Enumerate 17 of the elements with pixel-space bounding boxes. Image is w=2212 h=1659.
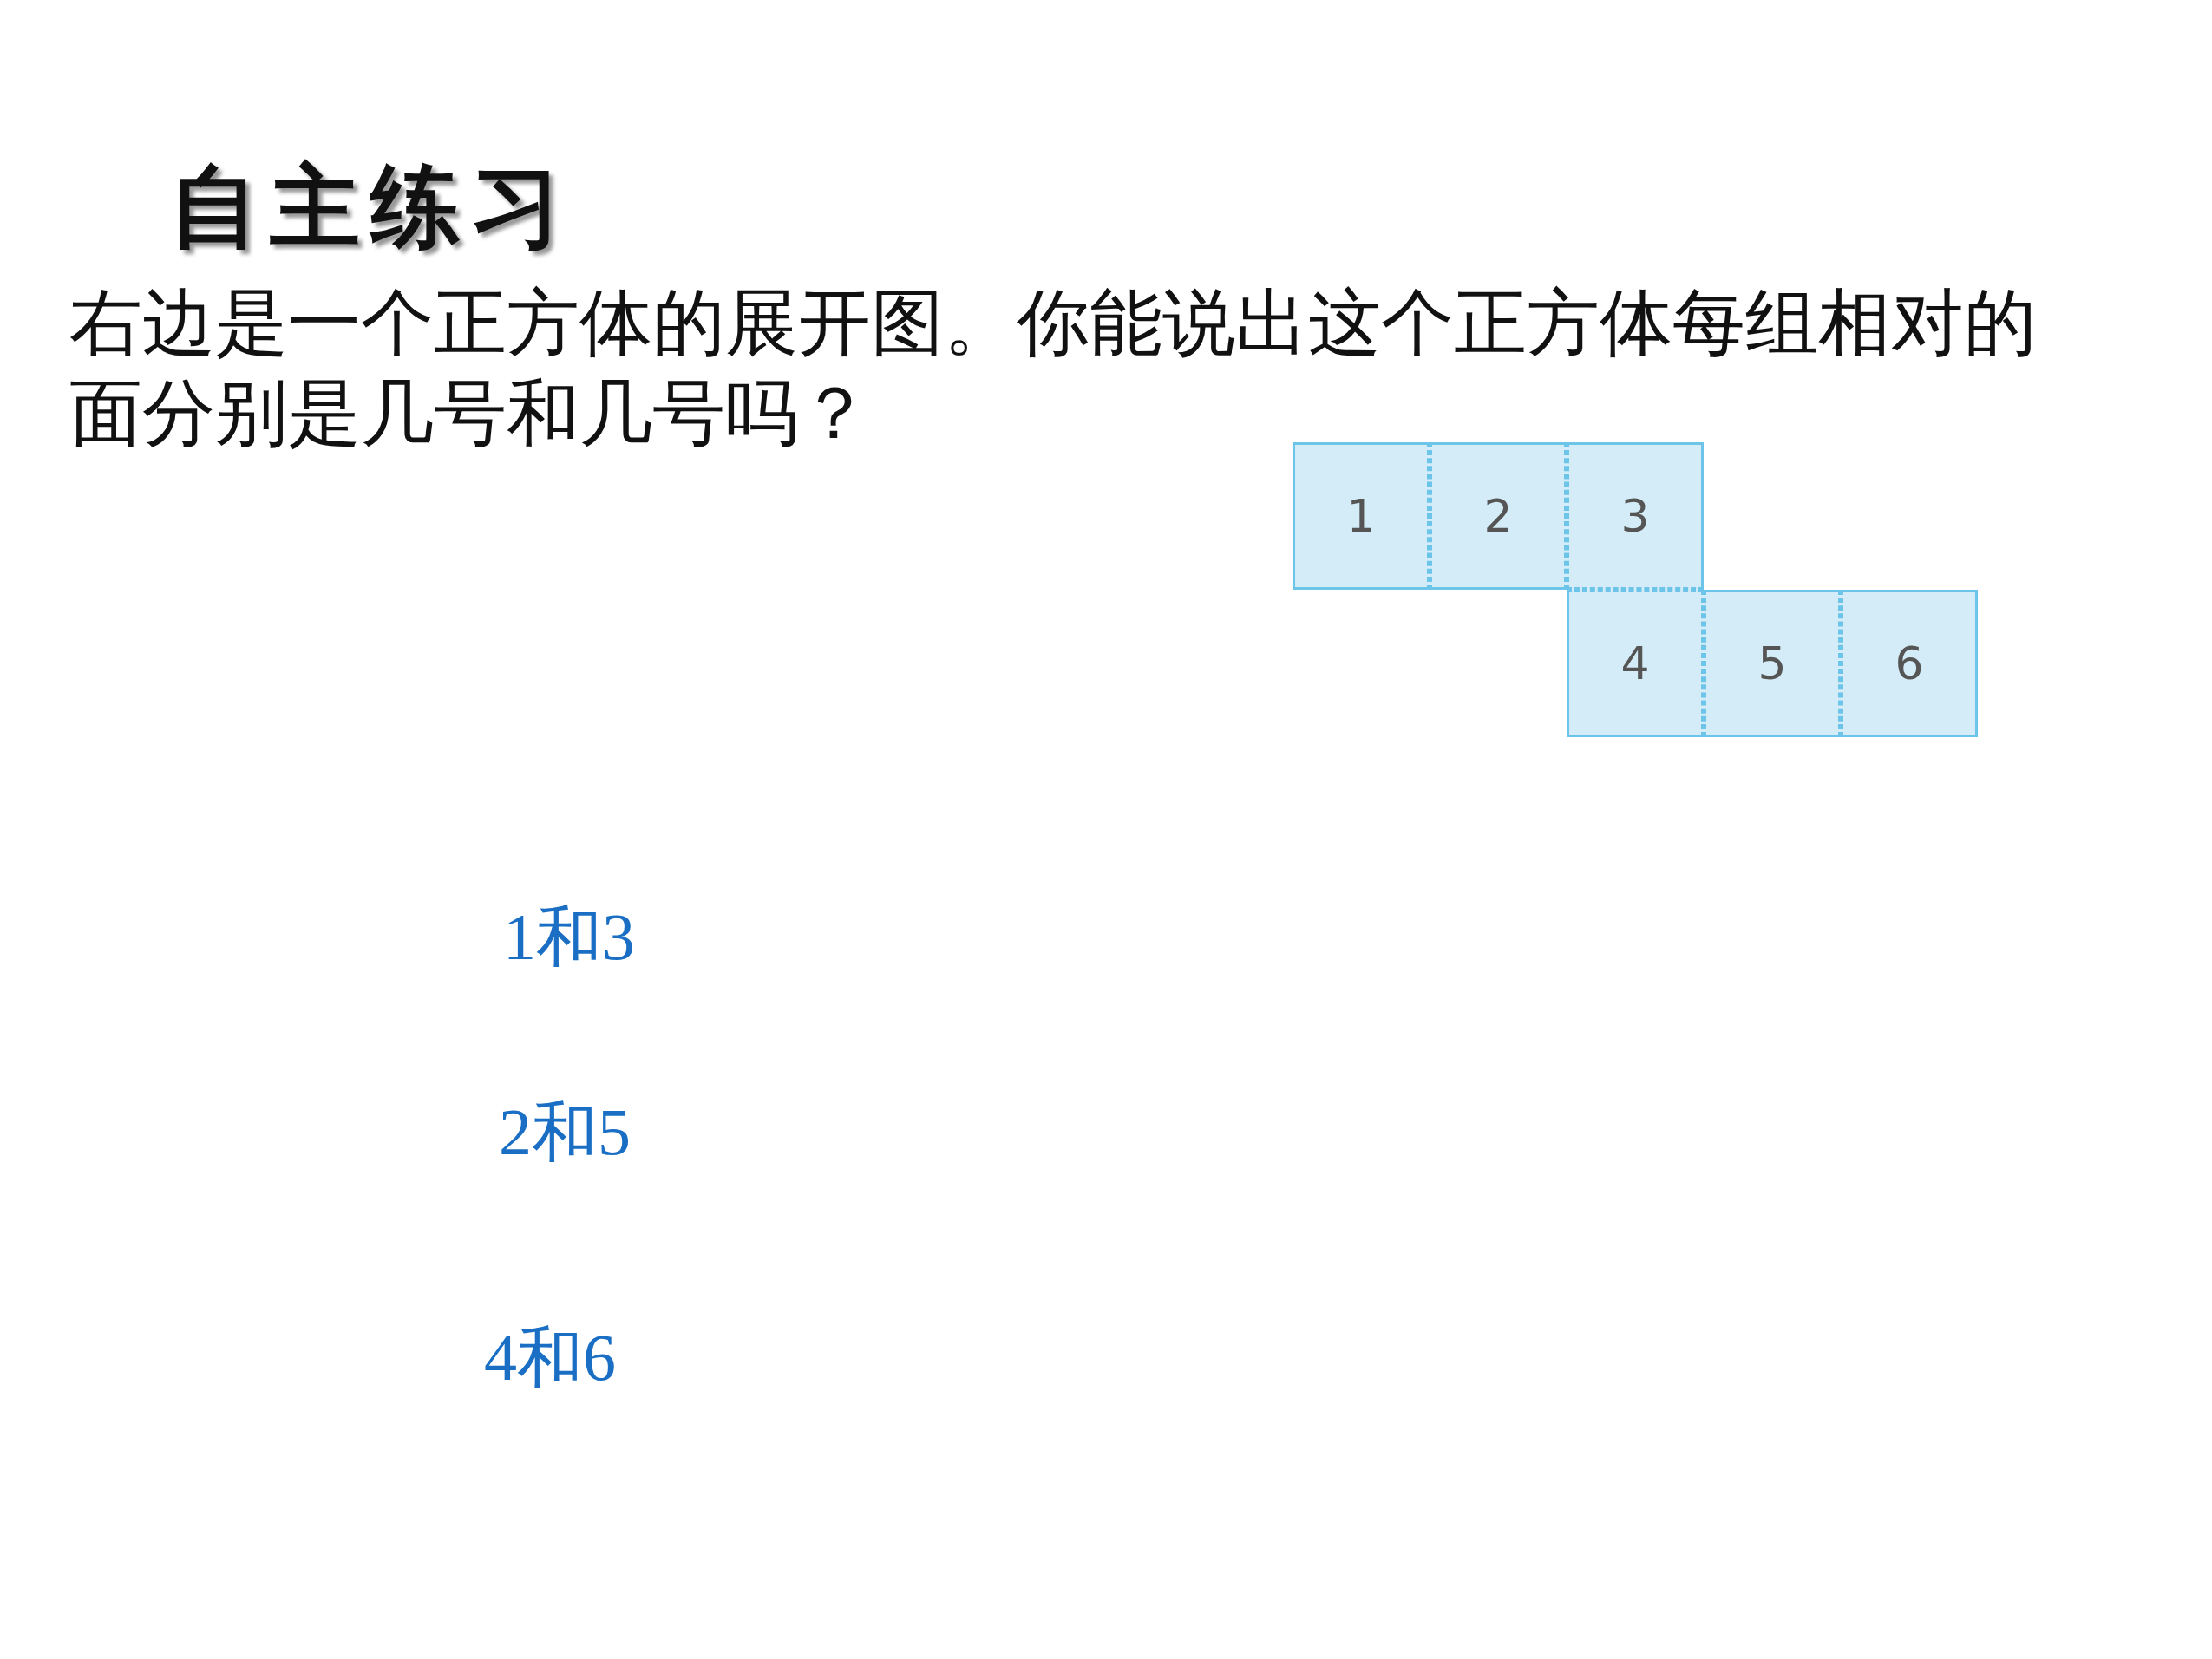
net-face-square xyxy=(1293,442,1430,590)
net-face-square xyxy=(1567,442,1704,590)
net-face-square xyxy=(1430,442,1567,590)
face-number: 3 xyxy=(1620,490,1650,542)
face-number: 2 xyxy=(1483,490,1513,542)
face-number: 4 xyxy=(1620,637,1650,689)
answer-text: 1和3 xyxy=(503,899,635,975)
answer-text: 2和5 xyxy=(499,1094,631,1170)
net-face-square xyxy=(1567,590,1704,737)
face-number: 6 xyxy=(1895,637,1924,689)
net-face-square xyxy=(1704,590,1841,737)
face-number: 5 xyxy=(1757,637,1787,689)
answer-text: 4和6 xyxy=(484,1320,616,1395)
question-text: 右边是一个正方体的展开图。你能说出这个正方体每组相对的面分别是几号和几号吗？ xyxy=(69,279,2038,457)
title: 自主练习 xyxy=(169,152,572,261)
net-face-square xyxy=(1841,590,1978,737)
face-number: 1 xyxy=(1346,490,1376,542)
